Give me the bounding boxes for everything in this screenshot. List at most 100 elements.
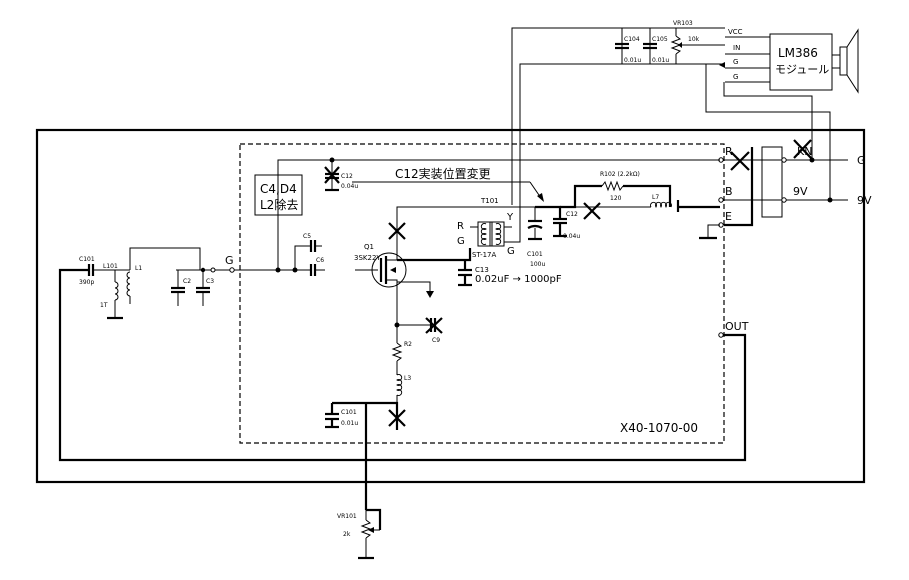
l7-coil <box>650 201 672 208</box>
t101-y-label: Y <box>506 212 514 223</box>
ext-9v-label-a: 9V <box>793 185 808 198</box>
terminal-9v-node <box>781 197 787 203</box>
speaker-coil <box>839 46 848 76</box>
ext-9v-label-b: 9V <box>857 194 872 207</box>
cross-r-2 <box>730 151 750 171</box>
wire-g-to-board <box>705 64 831 200</box>
c105-label: C105 <box>652 36 668 43</box>
c3-label: C3 <box>206 278 214 285</box>
c12-old-value: 0.04u <box>341 183 358 190</box>
vr103-value: 10k <box>688 36 700 43</box>
cross-drain-2 <box>388 222 406 240</box>
st17a-label: ST-17A <box>472 251 497 259</box>
c104-label: C104 <box>624 36 640 43</box>
junction-c5 <box>292 267 298 273</box>
c12-new-value: 0.04u <box>563 233 580 240</box>
c101-in-value: 390p <box>79 279 94 286</box>
r102-label: R102 (2.2kΩ) <box>600 171 640 178</box>
vr101-value: 2k <box>343 531 351 538</box>
wire-drain-top <box>396 206 535 230</box>
amp-pin-g1: G <box>733 58 738 66</box>
c13-change-note: 0.02uF → 1000pF <box>475 274 562 285</box>
c13-label: C13 <box>475 266 489 274</box>
wire-drain-t101 <box>397 248 472 262</box>
l101-label: L101 <box>103 263 118 270</box>
speaker-cone <box>846 28 859 94</box>
c101-top-value: 100u <box>530 261 545 268</box>
t101-g-label: G <box>457 236 465 247</box>
c12-old-label: C12 <box>341 173 353 180</box>
wire-e-link <box>724 147 754 227</box>
terminal-e-label: E <box>725 210 732 223</box>
vr101-resistor <box>360 519 372 539</box>
amp-pin-g2: G <box>733 73 738 81</box>
terminal-out-node <box>718 332 724 338</box>
vr101-label: VR101 <box>337 513 357 520</box>
wire-gate2 <box>397 281 431 291</box>
cross-r102-2 <box>583 202 601 220</box>
terminal-b-node <box>718 197 724 203</box>
wire-r102-out <box>623 184 672 207</box>
l1-label: L1 <box>135 265 142 272</box>
c6-label: C6 <box>316 257 324 264</box>
lm386-subtitle: モジュール <box>775 63 829 76</box>
vr101-wiper-arrow <box>368 527 374 533</box>
ground-e-wire <box>707 224 720 237</box>
r102-value: 120 <box>610 195 622 202</box>
q1-arrow <box>390 267 396 273</box>
wire-vcc-top <box>511 27 725 205</box>
c101-low-value: 0.01u <box>341 420 358 427</box>
l3-coil <box>396 374 403 396</box>
c12-move-note: C12実装位置変更 <box>395 166 491 181</box>
q1-source-wire <box>386 279 398 298</box>
r2-label: R2 <box>404 341 412 348</box>
module-dashed-outline <box>239 143 725 444</box>
removed-note-line1: C4,D4 <box>260 182 297 196</box>
t101-frame <box>477 221 505 247</box>
q1-part: 3SK22Y <box>354 254 381 262</box>
t101-g2-label: G <box>507 246 515 257</box>
node-c3-out <box>210 267 216 273</box>
lm386-title: LM386 <box>778 46 818 60</box>
cross-bottom-2 <box>388 409 406 427</box>
vr101-top-wire <box>366 508 382 530</box>
amp-g-arrow <box>719 62 725 68</box>
wire-vcc-to-board <box>723 82 813 160</box>
l101-coil <box>114 281 119 301</box>
outer-board-outline <box>35 128 866 484</box>
lm386-module-box <box>769 33 833 91</box>
c101-low-label: C101 <box>341 409 357 416</box>
cross-c9-2 <box>425 317 443 334</box>
l1-coil <box>126 271 131 297</box>
wire-r102 <box>560 184 602 209</box>
terminal-b-label: B <box>725 185 733 198</box>
t101-r-label: R <box>457 221 464 232</box>
l3-label: L3 <box>404 375 411 382</box>
ext-g-label: G <box>857 154 866 167</box>
l1-top-wire <box>129 247 201 270</box>
t101-g2-pin <box>504 205 521 243</box>
t101-primary-coil <box>480 223 487 245</box>
c12-move-arrowhead <box>537 193 544 202</box>
terminal-r-label: R <box>725 145 733 158</box>
l101-turns: 1T <box>100 302 108 309</box>
node-g-in <box>229 267 235 273</box>
c5-wire <box>294 245 310 270</box>
terminal-out-label: OUT <box>725 320 749 333</box>
board-id-label: X40-1070-00 <box>620 421 698 435</box>
amp-vcc-label: VCC <box>728 28 743 36</box>
c101-top-plate2 <box>527 224 543 229</box>
terminal-strip <box>761 146 783 218</box>
c105-value: 0.01u <box>652 57 669 64</box>
c101-top-label: C101 <box>527 251 543 258</box>
vr103-wiper-arrow <box>678 42 682 48</box>
terminal-g-node <box>781 157 787 163</box>
junction-c12-old <box>329 157 335 163</box>
c104-value: 0.01u <box>624 57 641 64</box>
q1-label: Q1 <box>364 243 374 251</box>
junction-c3 <box>200 267 206 273</box>
cross-kn-2 <box>793 139 812 159</box>
l7-label: L7 <box>652 194 659 201</box>
r2-resistor <box>391 342 403 362</box>
